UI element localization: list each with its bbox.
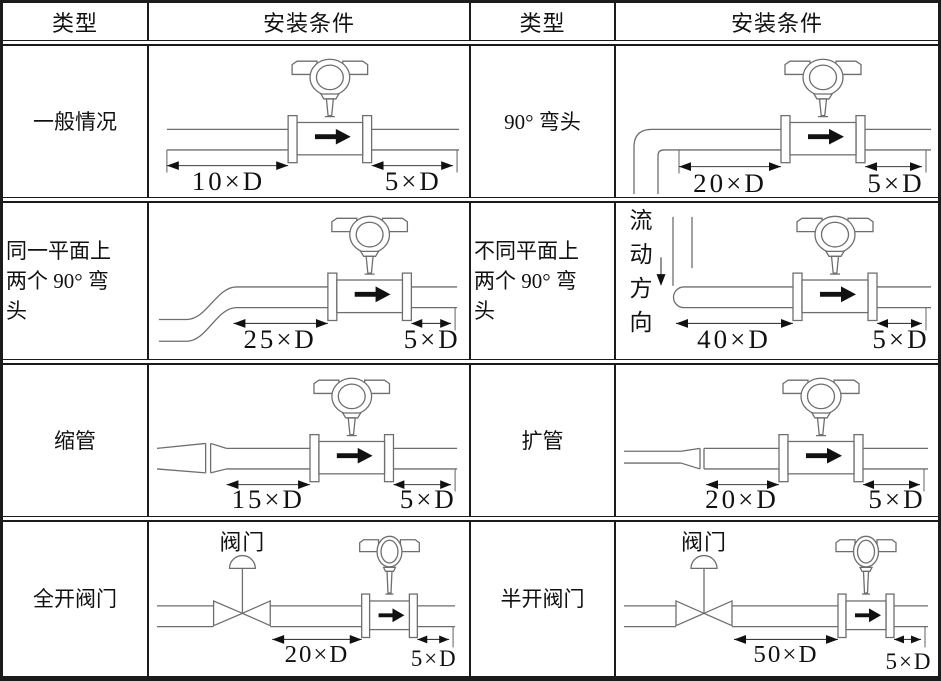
type-valve-fully-open: 全开阀门: [3, 520, 149, 676]
downstream-dim-label: 5×D: [867, 168, 924, 197]
diagram-valve-half-open-svg: 阀门 50×D 5×D: [624, 531, 932, 674]
upstream-dim-label: 40×D: [697, 324, 771, 354]
diagram-reducer-svg: 15×D 5×D: [156, 377, 458, 514]
diagram-two-elbows-diff-plane: 流动方向 40×D 5×D: [616, 201, 938, 360]
upstream-dim-label: 15×D: [232, 484, 305, 514]
diagram-90-elbow-svg: 20×D 5×D: [633, 58, 931, 197]
diagram-s-bend-svg: 25×D 5×D: [158, 215, 461, 354]
downstream-dim-label: 5×D: [404, 324, 461, 354]
valve-label: 阀门: [681, 531, 727, 555]
diagram-general-case: 10×D 5×D: [149, 44, 471, 198]
type-reducer: 缩管: [3, 363, 149, 517]
type-two-elbows-diff-plane: 不同平面上 两个 90° 弯 头: [471, 201, 616, 360]
pipe: [156, 605, 456, 628]
downstream-dim-label: 5×D: [868, 484, 925, 514]
diagram-90-elbow: 20×D 5×D: [616, 44, 938, 198]
upstream-dim-label: 10×D: [192, 166, 265, 196]
pipe: [166, 128, 460, 151]
header-condition-left: 安装条件: [149, 3, 471, 41]
type-two-elbows-same-plane: 同一平面上 两个 90° 弯 头: [3, 201, 149, 360]
downstream-dim-label: 5×D: [385, 166, 442, 196]
pipe: [624, 605, 928, 628]
diagram-valve-fully-open-svg: 阀门 20×D 5×D: [156, 531, 458, 671]
upstream-dim-label: 20×D: [693, 168, 767, 197]
downstream-dim-label: 5×D: [400, 484, 457, 514]
diagram-general-case-svg: 10×D 5×D: [166, 58, 460, 196]
valve-icon: [675, 599, 706, 627]
type-valve-half-open: 半开阀门: [471, 520, 616, 676]
downstream-dim-label: 5×D: [885, 649, 932, 674]
downstream-dim-label: 5×D: [872, 324, 929, 354]
valve-bonnet: [228, 554, 256, 570]
upstream-dim-label: 20×D: [705, 484, 779, 514]
extension-ticks: [678, 149, 927, 174]
extension-ticks: [166, 149, 458, 173]
horizontal-pipe: [672, 286, 931, 309]
diagram-two-elbows-same-plane: 25×D 5×D: [149, 201, 471, 360]
diagram-reducer: 15×D 5×D: [149, 363, 471, 517]
valve-label: 阀门: [220, 531, 266, 555]
header-type-right: 类型: [471, 3, 616, 41]
flow-direction-label: 流动方向: [626, 208, 651, 344]
diagram-valve-fully-open: 阀门 20×D 5×D: [149, 520, 471, 676]
valve-bonnet: [690, 554, 718, 570]
vertical-pipe: [672, 216, 693, 286]
elbow-pipe: [633, 128, 931, 195]
type-general-case: 一般情况: [3, 44, 149, 198]
downstream-dim-label: 5×D: [411, 646, 458, 671]
upstream-dim-label: 50×D: [753, 641, 818, 668]
diagram-expander: 20×D 5×D: [616, 363, 938, 517]
type-90-elbow: 90° 弯头: [471, 44, 616, 198]
diagram-expander-svg: 20×D 5×D: [624, 377, 928, 514]
upstream-dim-label: 25×D: [244, 324, 317, 354]
diagram-valve-half-open: 阀门 50×D 5×D: [616, 520, 938, 676]
expander-pipe: [624, 447, 928, 470]
type-expander: 扩管: [471, 363, 616, 517]
header-condition-right: 安装条件: [616, 3, 938, 41]
s-bend-pipe: [158, 286, 458, 342]
diagram-diff-plane-svg: 40×D 5×D: [656, 215, 931, 354]
reducer-pipe: [156, 442, 458, 474]
upstream-dim-label: 20×D: [285, 641, 350, 668]
header-type-left: 类型: [3, 3, 149, 41]
valve-icon: [212, 599, 245, 627]
